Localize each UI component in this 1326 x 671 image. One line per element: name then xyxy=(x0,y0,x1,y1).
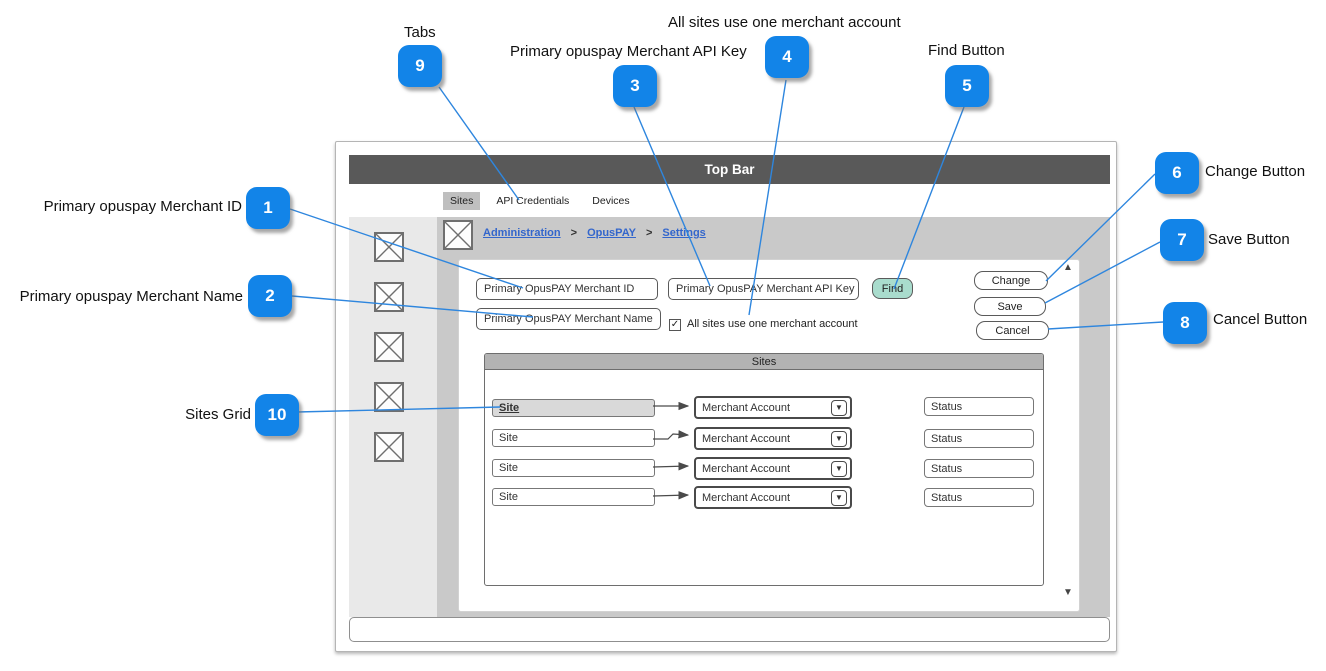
status-cell: Status xyxy=(924,459,1034,478)
site-cell[interactable]: Site xyxy=(492,429,655,447)
callout-badge-2: 2 xyxy=(248,275,292,317)
breadcrumb: Administration > OpusPAY > Settings xyxy=(483,227,706,239)
all-sites-checkbox-label: All sites use one merchant account xyxy=(687,318,858,330)
image-placeholder-icon xyxy=(374,332,404,362)
callout-badge-6: 6 xyxy=(1155,152,1199,194)
all-sites-checkbox[interactable]: ✓ xyxy=(669,319,681,331)
callout-badge-8: 8 xyxy=(1163,302,1207,344)
merchant-account-dropdown[interactable]: Merchant Account ▼ xyxy=(694,427,852,450)
merchant-account-dropdown[interactable]: Merchant Account ▼ xyxy=(694,457,852,480)
status-cell: Status xyxy=(924,397,1034,416)
image-placeholder-icon xyxy=(443,220,473,250)
breadcrumb-opuspay[interactable]: OpusPAY xyxy=(587,227,636,239)
merchant-account-dropdown[interactable]: Merchant Account ▼ xyxy=(694,486,852,509)
breadcrumb-separator: > xyxy=(645,227,653,239)
settings-panel: Primary OpusPAY Merchant ID Primary Opus… xyxy=(458,259,1080,612)
callout-badge-1: 1 xyxy=(246,187,290,229)
callout-label-7: Save Button xyxy=(1208,231,1290,248)
cancel-button[interactable]: Cancel xyxy=(976,321,1049,340)
callout-badge-9: 9 xyxy=(398,45,442,87)
status-cell: Status xyxy=(924,488,1034,507)
image-placeholder-icon xyxy=(374,382,404,412)
callout-label-10: Sites Grid xyxy=(185,406,251,423)
callout-badge-4: 4 xyxy=(765,36,809,78)
image-placeholder-icon xyxy=(374,282,404,312)
merchant-api-key-field[interactable]: Primary OpusPAY Merchant API Key xyxy=(668,278,859,300)
callout-label-1: Primary opuspay Merchant ID xyxy=(43,198,242,215)
top-bar: Top Bar xyxy=(349,155,1110,184)
status-cell: Status xyxy=(924,429,1034,448)
breadcrumb-settings[interactable]: Settings xyxy=(662,227,706,239)
scroll-up-icon[interactable]: ▲ xyxy=(1063,262,1073,273)
dropdown-arrow-icon[interactable]: ▼ xyxy=(831,430,847,447)
change-button[interactable]: Change xyxy=(974,271,1048,290)
breadcrumb-administration[interactable]: Administration xyxy=(483,227,561,239)
dropdown-arrow-icon[interactable]: ▼ xyxy=(831,489,847,506)
image-placeholder-icon xyxy=(374,232,404,262)
callout-badge-7: 7 xyxy=(1160,219,1204,261)
find-button[interactable]: Find xyxy=(872,278,913,299)
callout-label-3: Primary opuspay Merchant API Key xyxy=(510,43,747,60)
callout-label-9: Tabs xyxy=(404,24,436,41)
site-cell[interactable]: Site xyxy=(492,459,655,477)
merchant-name-field[interactable]: Primary OpusPAY Merchant Name xyxy=(476,308,661,330)
callout-label-5: Find Button xyxy=(928,42,1005,59)
callout-label-2: Primary opuspay Merchant Name xyxy=(19,288,243,305)
callout-badge-10: 10 xyxy=(255,394,299,436)
dropdown-arrow-icon[interactable]: ▼ xyxy=(831,399,847,416)
callout-label-4: All sites use one merchant account xyxy=(668,14,901,31)
site-cell[interactable]: Site xyxy=(492,488,655,506)
site-cell[interactable]: Site xyxy=(492,399,655,417)
tab-strip: Sites API Credentials Devices xyxy=(349,184,1110,217)
tab-sites[interactable]: Sites xyxy=(443,191,481,210)
merchant-id-field[interactable]: Primary OpusPAY Merchant ID xyxy=(476,278,658,300)
top-bar-title: Top Bar xyxy=(704,162,755,177)
left-sidebar xyxy=(349,217,437,617)
callout-label-6: Change Button xyxy=(1205,163,1306,180)
merchant-account-dropdown[interactable]: Merchant Account ▼ xyxy=(694,396,852,419)
sites-grid: Sites Site Merchant Account ▼ Status Sit… xyxy=(484,353,1044,586)
dropdown-arrow-icon[interactable]: ▼ xyxy=(831,460,847,477)
save-button[interactable]: Save xyxy=(974,297,1046,316)
callout-label-8: Cancel Button xyxy=(1213,311,1308,328)
tab-api-credentials[interactable]: API Credentials xyxy=(496,194,570,207)
image-placeholder-icon xyxy=(374,432,404,462)
window-footer xyxy=(349,617,1110,642)
callout-badge-3: 3 xyxy=(613,65,657,107)
scroll-down-icon[interactable]: ▼ xyxy=(1063,587,1073,598)
tab-devices[interactable]: Devices xyxy=(592,194,630,207)
breadcrumb-separator: > xyxy=(570,227,578,239)
callout-badge-5: 5 xyxy=(945,65,989,107)
sites-grid-header: Sites xyxy=(485,354,1043,370)
